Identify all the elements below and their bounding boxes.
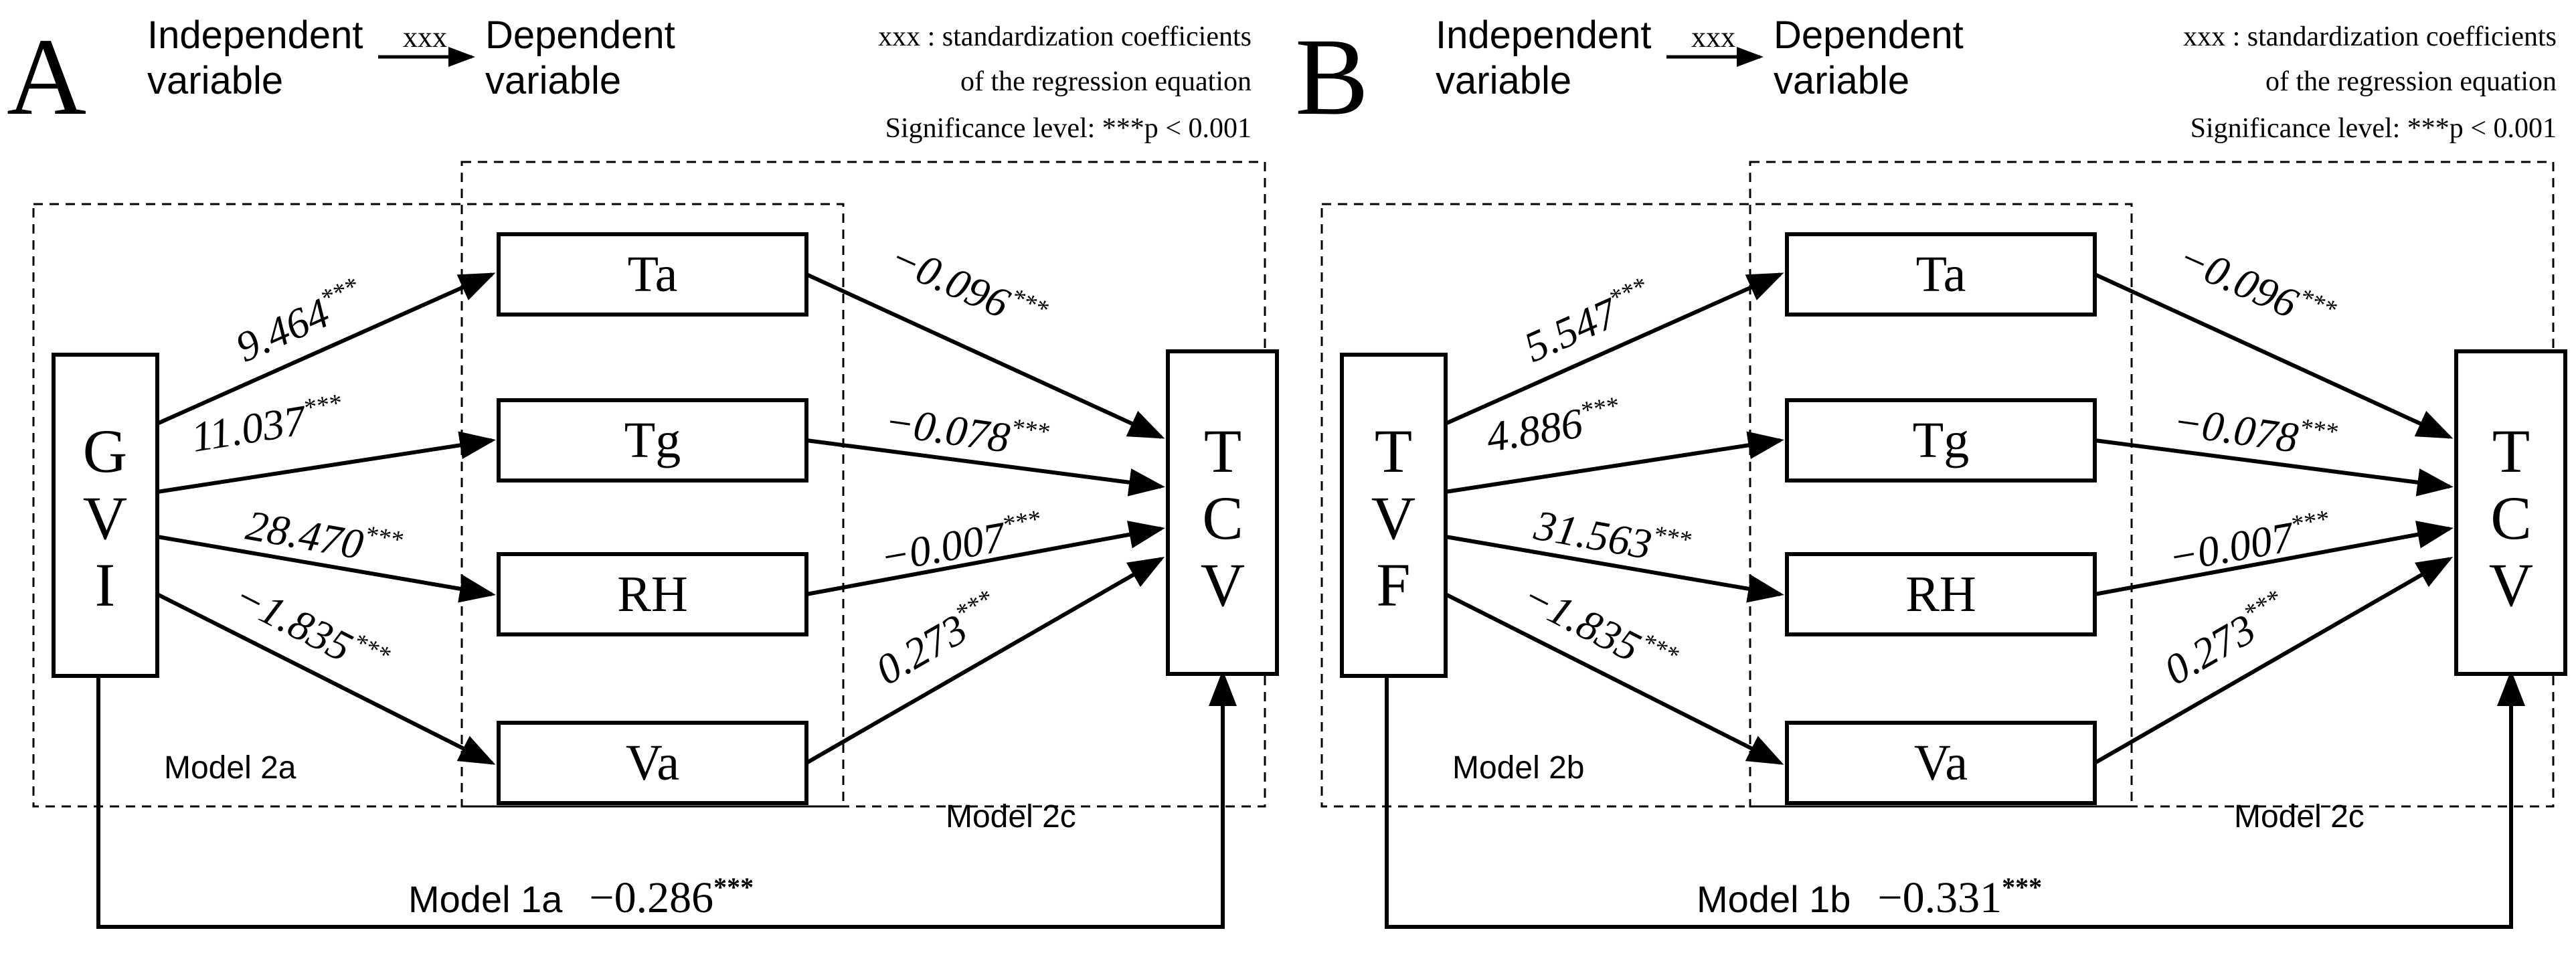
direct-effect-label: Model 1a−0.286*** — [408, 872, 754, 922]
path-out-rh — [806, 521, 1165, 596]
path-in-va — [156, 592, 496, 765]
panel-letter: B — [1295, 15, 1369, 138]
independent-letter: T — [1375, 417, 1412, 485]
dependent-variable-box: T C V — [1166, 349, 1279, 676]
path-in-tg — [1445, 431, 1784, 494]
dependent-variable-box: T C V — [2454, 349, 2567, 676]
coef-out-rh: −0.007*** — [2165, 505, 2334, 581]
path-direct — [1385, 670, 2525, 929]
panel-b: B Independent variable xxx Dependent var… — [1295, 13, 2567, 929]
path-direct — [96, 670, 1237, 929]
model-2a-region — [32, 203, 845, 808]
mediator-box-rh: RH — [497, 552, 808, 636]
mediator-label: Ta — [1916, 246, 1966, 302]
path-out-va — [805, 557, 1165, 765]
coef-in-tg: 4.886*** — [1483, 391, 1624, 461]
mediator-box-ta: Ta — [497, 232, 808, 317]
dependent-letter: C — [2490, 484, 2531, 552]
legend-note-line2: of the regression equation — [2265, 66, 2557, 97]
path-out-ta — [805, 272, 1165, 439]
coef-in-ta: 9.464*** — [228, 272, 371, 371]
model-2b-region — [1320, 203, 2133, 808]
coef-out-ta: −0.096*** — [2171, 232, 2340, 343]
path-out-tg — [806, 438, 1165, 497]
legend-independent-line2: variable — [147, 59, 283, 102]
legend-note-line1: xxx : standardization coefficients — [2183, 21, 2557, 52]
legend-independent-line2: variable — [1436, 59, 1571, 102]
model-left-label: Model 2a — [164, 750, 296, 786]
direct-effect-label: Model 1b−0.331*** — [1697, 872, 2042, 922]
path-out-rh — [2094, 521, 2454, 596]
independent-letter: G — [83, 417, 127, 485]
path-out-va — [2093, 557, 2454, 765]
path-in-ta — [156, 272, 496, 426]
mediator-label: Ta — [628, 246, 678, 302]
coef-out-va: 0.273*** — [867, 584, 1009, 694]
panel-letter: A — [7, 15, 86, 138]
dependent-letter: T — [1204, 417, 1241, 485]
independent-letter: F — [1376, 551, 1410, 619]
dependent-letter: V — [2489, 551, 2533, 619]
legend-note-line3: Significance level: ***p < 0.001 — [885, 113, 1252, 144]
legend-dependent-line2: variable — [485, 59, 621, 102]
legend-arrow-label: xxx — [403, 21, 447, 54]
coef-out-tg: −0.078*** — [882, 396, 1051, 467]
coef-out-rh: −0.007*** — [877, 505, 1046, 581]
dependent-letter: T — [2492, 417, 2530, 485]
mediator-label: Tg — [1913, 412, 1969, 468]
independent-letter: I — [95, 551, 116, 619]
path-out-tg — [2094, 438, 2454, 497]
legend-note-line3: Significance level: ***p < 0.001 — [2191, 113, 2557, 144]
path-in-tg — [157, 431, 496, 494]
legend-independent-line1: Independent — [147, 13, 363, 57]
legend-note-line1: xxx : standardization coefficients — [878, 21, 1252, 52]
coef-out-va: 0.273*** — [2156, 584, 2297, 694]
panel-a: A Independent variable xxx Dependent var… — [7, 13, 1279, 929]
coef-out-tg: −0.078*** — [2170, 396, 2339, 467]
path-out-ta — [2093, 272, 2454, 439]
mediator-box-rh: RH — [1785, 552, 2097, 636]
legend-note-line2: of the regression equation — [960, 66, 1252, 97]
mediator-box-va: Va — [497, 721, 808, 805]
dependent-letter: C — [1202, 484, 1243, 552]
path-in-rh — [157, 535, 496, 603]
mediator-box-ta: Ta — [1785, 232, 2097, 317]
legend-arrow-label: xxx — [1691, 21, 1735, 54]
mediator-box-va: Va — [1785, 721, 2097, 805]
path-in-rh — [1445, 535, 1784, 603]
independent-letter: V — [83, 484, 127, 552]
mediator-label: RH — [1905, 566, 1976, 622]
mediator-label: Va — [1914, 735, 1968, 791]
independent-variable-box: G V I — [52, 353, 159, 678]
legend-independent-line1: Independent — [1436, 13, 1652, 57]
path-in-ta — [1444, 272, 1784, 426]
independent-letter: V — [1371, 484, 1415, 552]
model-right-label: Model 2c — [2234, 799, 2365, 835]
independent-variable-box: T V F — [1340, 353, 1448, 678]
mediator-label: RH — [617, 566, 688, 622]
legend-dependent-line1: Dependent — [485, 13, 675, 57]
legend-dependent-line2: variable — [1774, 59, 1909, 102]
mediator-label: Va — [626, 735, 679, 791]
legend-dependent-line1: Dependent — [1774, 13, 1964, 57]
model-left-label: Model 2b — [1452, 750, 1584, 786]
coef-out-ta: −0.096*** — [883, 232, 1052, 343]
dependent-letter: V — [1201, 551, 1245, 619]
model-right-label: Model 2c — [946, 799, 1076, 835]
coef-in-ta: 5.547*** — [1517, 272, 1659, 371]
path-in-va — [1444, 592, 1784, 765]
mediator-box-tg: Tg — [497, 398, 808, 483]
mediator-box-tg: Tg — [1785, 398, 2097, 483]
mediator-label: Tg — [624, 412, 681, 468]
